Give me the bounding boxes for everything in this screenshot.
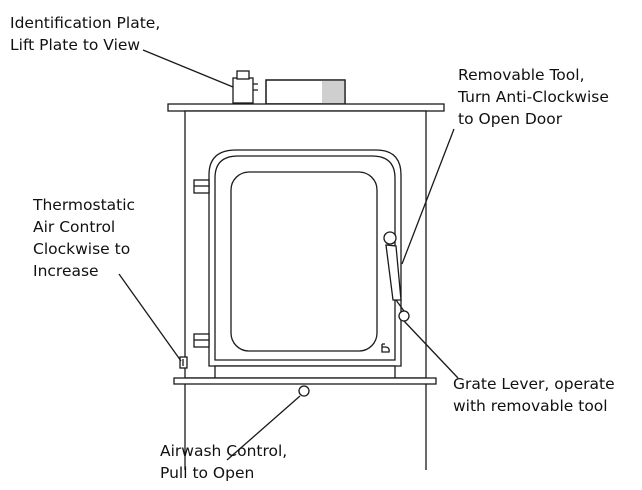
glass-window bbox=[230, 171, 378, 352]
identification-plate bbox=[232, 70, 258, 104]
label-grate-lever-line1: Grate Lever, operate bbox=[453, 375, 615, 393]
label-removable-tool-line3: to Open Door bbox=[458, 110, 563, 128]
label-identification-plate: Identification Plate, Lift Plate to View bbox=[10, 12, 160, 56]
leader-identification bbox=[142, 49, 234, 88]
label-thermostatic-line3: Clockwise to bbox=[33, 240, 131, 258]
thermostatic-knob bbox=[179, 356, 188, 369]
ash-lip bbox=[214, 365, 396, 379]
leader-thermostatic bbox=[118, 273, 182, 362]
label-airwash-line2: Pull to Open bbox=[160, 464, 255, 482]
label-removable-tool-line1: Removable Tool, bbox=[458, 66, 585, 84]
label-thermostatic-line1: Thermostatic bbox=[33, 196, 136, 214]
hinge-bottom bbox=[193, 333, 210, 348]
label-thermostatic: Thermostatic Air Control Clockwise to In… bbox=[33, 194, 135, 282]
label-removable-tool-line2: Turn Anti-Clockwise bbox=[458, 88, 609, 106]
plinth bbox=[184, 384, 427, 470]
label-identification-line1: Identification Plate, bbox=[10, 14, 161, 32]
hinge-top bbox=[193, 179, 210, 194]
airwash-knob bbox=[298, 385, 310, 397]
label-removable-tool: Removable Tool, Turn Anti-Clockwise to O… bbox=[458, 64, 609, 130]
label-grate-lever-line2: with removable tool bbox=[453, 397, 608, 415]
label-airwash: Airwash Control, Pull to Open bbox=[160, 440, 287, 484]
label-grate-lever: Grate Lever, operate with removable tool bbox=[453, 373, 615, 417]
leader-grate-lever bbox=[403, 320, 459, 379]
logo-mark bbox=[381, 343, 390, 353]
label-thermostatic-line4: Increase bbox=[33, 262, 99, 280]
hearth-plate bbox=[173, 377, 437, 385]
top-plate bbox=[167, 103, 445, 112]
label-identification-line2: Lift Plate to View bbox=[10, 36, 141, 54]
label-thermostatic-line2: Air Control bbox=[33, 218, 116, 236]
label-airwash-line1: Airwash Control, bbox=[160, 442, 288, 460]
door-outline bbox=[208, 149, 402, 367]
flue-collar-shade bbox=[322, 80, 345, 104]
leader-removable-tool bbox=[401, 128, 455, 265]
leader-airwash bbox=[226, 395, 301, 461]
